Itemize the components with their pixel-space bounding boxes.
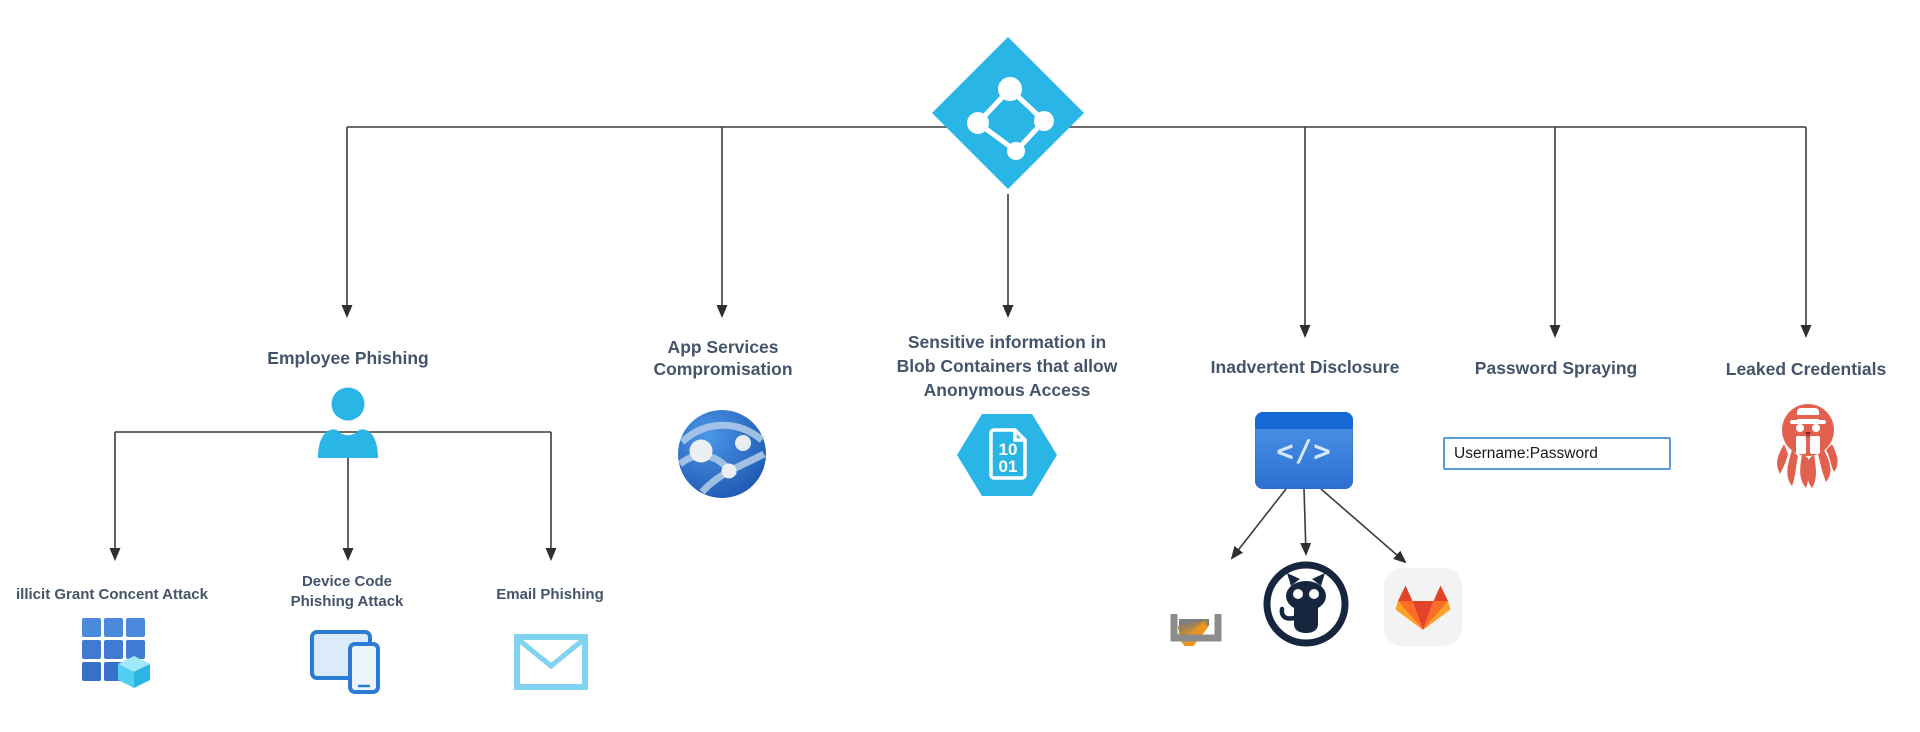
code-window-icon: </> (1255, 412, 1353, 489)
svg-text:01: 01 (999, 457, 1018, 476)
label-device-code: Device Code Phishing Attack (290, 573, 404, 610)
label-employee-phishing: Employee Phishing (267, 348, 429, 368)
blob-binary-document-hexagon-icon: 10 01 (957, 414, 1057, 496)
arrow-stack-overflow (1230, 488, 1287, 560)
envelope-icon (514, 634, 588, 690)
tablet-phone-devices-icon (310, 630, 380, 694)
code-window-titlebar (1255, 412, 1353, 429)
azure-active-directory-icon (932, 37, 1084, 189)
label-illicit-grant: illicit Grant Concent Attack (16, 586, 208, 603)
label-blob-containers: Sensitive information in Blob Containers… (896, 332, 1118, 400)
label-email-phishing: Email Phishing (496, 586, 604, 603)
code-glyph: </> (1276, 434, 1332, 468)
arrow-gitlab (1320, 488, 1407, 564)
app-grid-cube-icon (82, 618, 150, 688)
github-icon (1263, 561, 1349, 647)
svg-text:10: 10 (999, 440, 1018, 459)
gitlab-icon (1384, 568, 1462, 646)
arrow-github (1300, 488, 1312, 556)
label-inadvertent-disclosure: Inadvertent Disclosure (1210, 357, 1400, 377)
label-leaked-credentials: Leaked Credentials (1725, 359, 1887, 379)
label-password-spraying: Password Spraying (1474, 358, 1638, 378)
label-app-services: App Services Compromisation (653, 337, 793, 379)
person-icon (318, 387, 378, 458)
stack-overflow-icon (1170, 614, 1222, 646)
spy-octopus-icon (1777, 404, 1838, 488)
app-service-globe-icon (677, 410, 766, 498)
credentials-input[interactable] (1443, 437, 1671, 470)
